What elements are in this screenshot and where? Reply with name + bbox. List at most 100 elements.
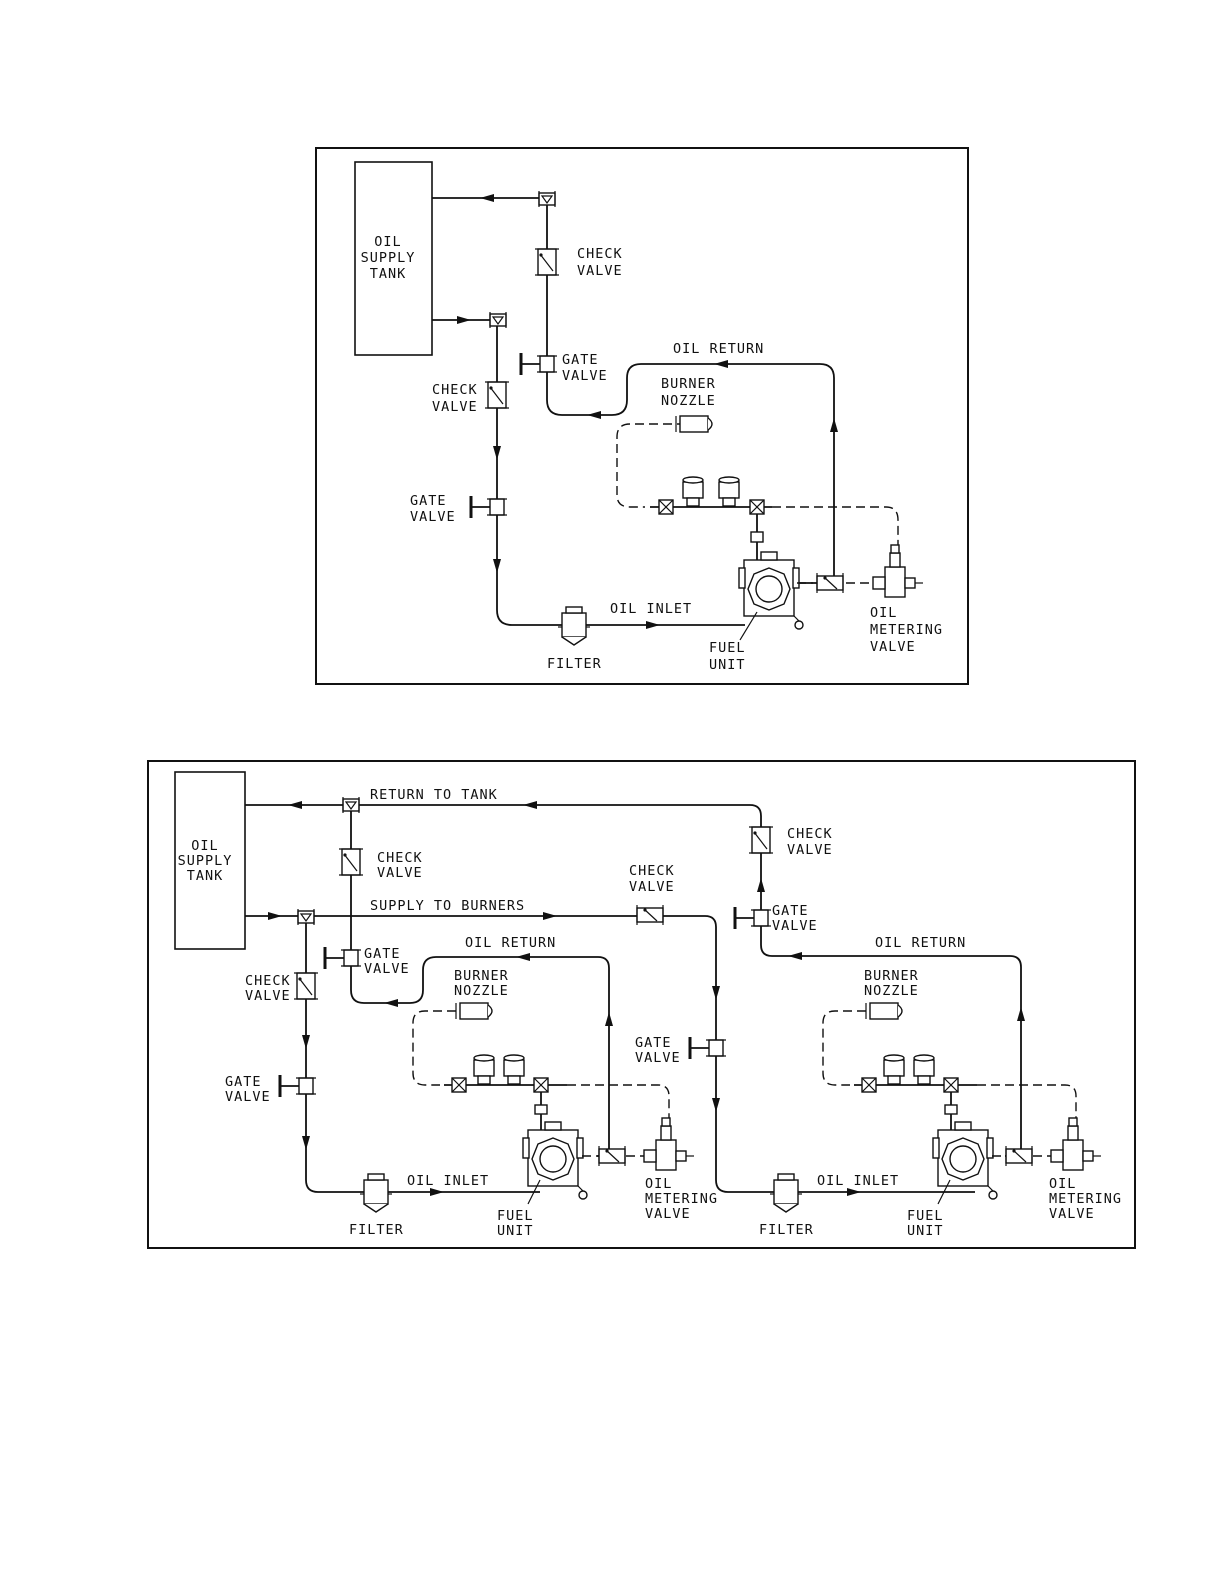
nozzle-u1-label-1: BURNER: [454, 968, 509, 984]
oil-supply-tank: [354, 161, 433, 356]
oil-inlet-label: OIL INLET: [610, 601, 692, 617]
return-to-tank-label: RETURN TO TANK: [370, 787, 498, 803]
fitting-u2-b: [943, 1077, 959, 1093]
tank-label-1: OIL: [374, 234, 401, 250]
arrow-return-3: [830, 418, 838, 432]
check-valve-c-label-1: CHECK: [787, 826, 833, 842]
supply-to-burners-label: SUPPLY TO BURNERS: [370, 898, 525, 914]
gate-valve-left-label-2: VALVE: [410, 509, 456, 525]
gate-valve-d-label-1: GATE: [635, 1035, 672, 1051]
gate-valve-c-label-2: VALVE: [772, 918, 818, 934]
fuel-unit-label-2: UNIT: [709, 657, 746, 673]
check-valve-d-label-2: VALVE: [629, 879, 675, 895]
supply-pipe: [432, 319, 745, 626]
arrow-rt-4: [788, 952, 802, 960]
gate-valve-a-label-2: VALVE: [364, 961, 410, 977]
gate-valve-c-label-1: GATE: [772, 903, 809, 919]
check-valve-b: [293, 972, 319, 1000]
tank2-label-2: SUPPLY: [178, 853, 233, 869]
tank-label-3: TANK: [370, 266, 407, 282]
arrow-return-tank: [480, 194, 494, 202]
burner-nozzle-u1: [455, 1002, 493, 1020]
filter-u2-label: FILTER: [759, 1222, 814, 1238]
filter-label: FILTER: [547, 656, 602, 672]
meter-u1-label-2: METERING: [645, 1191, 718, 1207]
burner-nozzle: [675, 415, 713, 433]
burner-fitting-2: [749, 499, 765, 515]
arrow-return-1: [587, 411, 601, 419]
gate-valve-d: [688, 1035, 728, 1061]
arrow-sb-1: [268, 912, 282, 920]
burner-unit-2: OIL RETURN BURNER NOZZLE OIL INLET FILTE…: [759, 935, 1122, 1239]
diagram-dual-burner: OIL SUPPLY TANK RETURN TO TANK CHECK VAL…: [147, 760, 1136, 1249]
arrow-rb-1: [384, 999, 398, 1007]
diagram1-frame: [315, 147, 969, 685]
return-pipe: [432, 197, 835, 584]
arrow-rt-2: [523, 801, 537, 809]
metering-valve-u1: [643, 1117, 695, 1171]
arrow-sb-5: [302, 1035, 310, 1049]
arrow-rt-1: [288, 801, 302, 809]
fuel-unit-label-1: FUEL: [709, 640, 746, 656]
check-valve-u2: [1005, 1145, 1033, 1167]
fitting-u1-a: [451, 1077, 467, 1093]
gate-valve-c: [733, 905, 773, 931]
oil-inlet-u1: OIL INLET: [407, 1173, 489, 1189]
check-valve-a-label-1: CHECK: [377, 850, 423, 866]
gate-valve-supply: [469, 494, 509, 520]
diagram2-frame: [147, 760, 1136, 1249]
check-valve-c-label-2: VALVE: [787, 842, 833, 858]
nozzle-u1-label-2: NOZZLE: [454, 983, 509, 999]
oil-return-u1: OIL RETURN: [465, 935, 556, 951]
filter: [557, 606, 591, 646]
solenoid-u1-a: [473, 1054, 495, 1085]
meter-u2-label-3: VALVE: [1049, 1206, 1095, 1222]
burner-feed-fitting: [750, 531, 764, 543]
check-valve-u1: [598, 1145, 626, 1167]
check-valve-a: [338, 848, 364, 876]
tank2-label-3: TANK: [187, 868, 224, 884]
fuel-u2-label-2: UNIT: [907, 1223, 944, 1239]
check-valve-a-label-2: VALVE: [377, 865, 423, 881]
solenoid-u2-a: [883, 1054, 905, 1085]
fuel-u1-label-2: UNIT: [497, 1223, 534, 1239]
nozzle-u2-label-1: BURNER: [864, 968, 919, 984]
metering-label-2: METERING: [870, 622, 943, 638]
fuel-u2-label-1: FUEL: [907, 1208, 944, 1224]
supply-branch-pipe: [305, 916, 540, 1193]
filter-u1-label: FILTER: [349, 1222, 404, 1238]
fitting-u1-b: [533, 1077, 549, 1093]
tank-label-2: SUPPLY: [361, 250, 416, 266]
arrow-supply-1: [457, 316, 471, 324]
gate-valve-left-label-1: GATE: [410, 493, 447, 509]
return-strainer-2: [342, 796, 360, 814]
burner-dashed-left: [616, 423, 686, 508]
oil-return-label: OIL RETURN: [673, 341, 764, 357]
gate-valve-d-label-2: VALVE: [635, 1050, 681, 1066]
arrow-supply-4: [646, 621, 660, 629]
check-valve-d-label-1: CHECK: [629, 863, 675, 879]
dash-right-u1: [567, 1084, 670, 1125]
return-main-pipe: [245, 804, 1022, 1157]
meter-u2-label-2: METERING: [1049, 1191, 1122, 1207]
solenoid-1: [682, 476, 704, 507]
feed-fitting-u1: [534, 1104, 548, 1115]
meter-u1-label-1: OIL: [645, 1176, 672, 1192]
oil-return-u2: OIL RETURN: [875, 935, 966, 951]
check-valve-b-label-2: VALVE: [245, 988, 291, 1004]
fuel-leader-u2: [937, 1179, 951, 1205]
filter-u1: [359, 1173, 393, 1213]
arrow-sb-4: [712, 1098, 720, 1112]
gate-valve-return: [519, 351, 559, 377]
check-valve-c: [748, 826, 774, 854]
gate-valve-b-label-2: VALVE: [225, 1089, 271, 1105]
metering-label-1: OIL: [870, 605, 897, 621]
meter-u1-label-3: VALVE: [645, 1206, 691, 1222]
check-valve-return: [534, 248, 560, 276]
arrow-sb-7: [430, 1188, 444, 1196]
tank2-label-1: OIL: [191, 838, 218, 854]
solenoid-u1-b: [503, 1054, 525, 1085]
meter-u2-label-1: OIL: [1049, 1176, 1076, 1192]
fitting-u2-a: [861, 1077, 877, 1093]
